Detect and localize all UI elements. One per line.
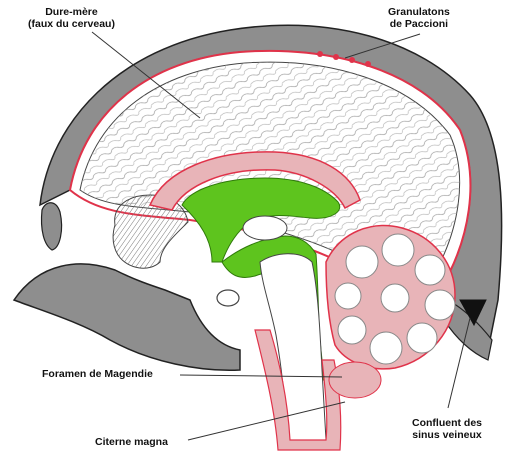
label-dura-mater: Dure-mère (faux du cerveau) xyxy=(28,6,115,30)
skull-base xyxy=(14,264,240,370)
label-granulations: Granulatons de Paccioni xyxy=(388,6,450,30)
pituitary xyxy=(217,290,239,306)
label-granulations-line2: de Paccioni xyxy=(388,18,450,30)
label-confluent-line1: Confluent des xyxy=(412,417,482,429)
frontal-lobe-base xyxy=(113,195,188,268)
cisterna-magna xyxy=(329,362,381,398)
label-citerne-magna: Citerne magna xyxy=(95,436,168,448)
label-granulations-line1: Granulatons xyxy=(388,6,450,18)
label-dura-line2: (faux du cerveau) xyxy=(28,18,115,30)
thalamus xyxy=(243,216,287,240)
label-dura-line1: Dure-mère xyxy=(28,6,115,18)
label-confluent: Confluent des sinus veineux xyxy=(412,417,482,441)
label-foramen-magendie: Foramen de Magendie xyxy=(42,368,153,380)
skull-frontal-piece xyxy=(41,203,61,250)
label-confluent-line2: sinus veineux xyxy=(412,429,482,441)
